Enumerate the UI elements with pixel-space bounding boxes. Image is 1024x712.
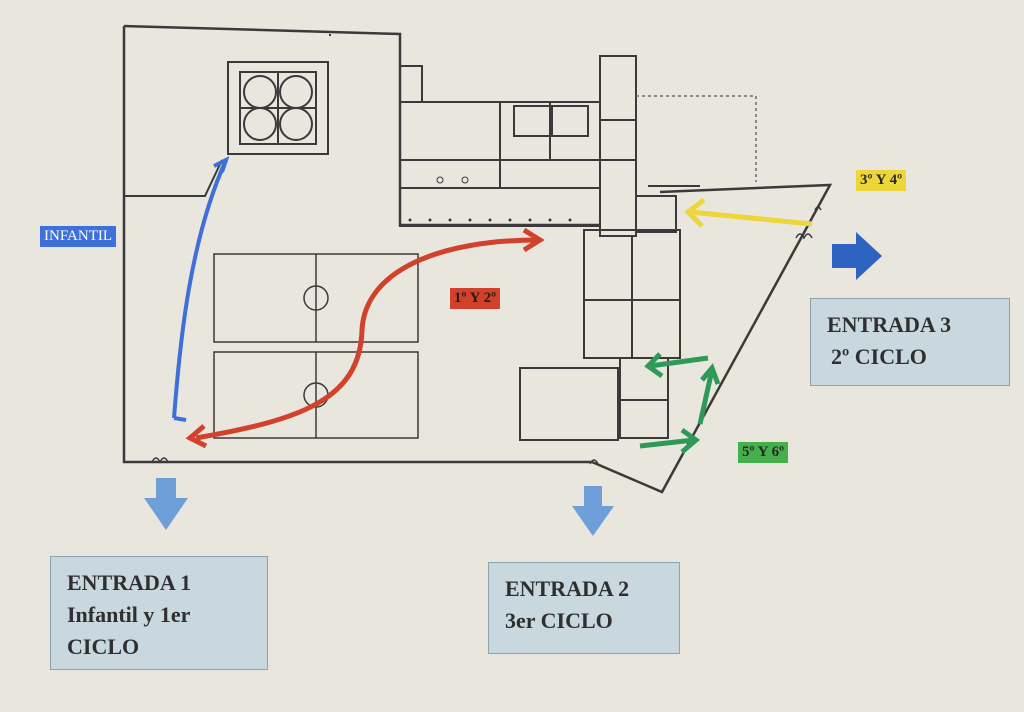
- entrada-1-line-1: ENTRADA 1: [67, 570, 192, 595]
- label-infantil: INFANTIL: [40, 226, 117, 247]
- route-infantil-end: [173, 416, 187, 422]
- exit-arrow-2: [572, 486, 614, 536]
- route-1y2: [195, 237, 539, 441]
- site-boundary: [122, 24, 833, 494]
- exit-arrow-1: [144, 478, 188, 530]
- entrada-3-line-1: ENTRADA 3: [827, 312, 952, 337]
- label-3y4: 3º Y 4º: [856, 170, 907, 191]
- entrada-2-box: ENTRADA 2 3er CICLO: [488, 562, 680, 654]
- route-1y2-head-end: [522, 227, 545, 253]
- label-1y2: 1º Y 2º: [450, 288, 501, 309]
- route-3y4-head: [684, 198, 706, 228]
- school-building: [399, 55, 700, 441]
- route-1y2-head-start: [185, 424, 208, 449]
- entrada-3-box: ENTRADA 3 2º CICLO: [810, 298, 1010, 386]
- label-5y6: 5º Y 6º: [738, 442, 789, 463]
- entrada-2-line-2: 3er CICLO: [505, 608, 613, 633]
- infantil-pavilion: [227, 61, 329, 155]
- route-3y4: [689, 209, 813, 227]
- boundary-inner-left: [124, 159, 223, 197]
- annex-dashed-outline: [636, 95, 757, 182]
- gate-symbols: [151, 206, 822, 465]
- route-5y6: [639, 352, 721, 454]
- entrada-3-line-2: 2º CICLO: [831, 344, 927, 369]
- entrada-1-box: ENTRADA 1 Infantil y 1er CICLO: [50, 556, 268, 670]
- route-infantil-head: [213, 156, 230, 173]
- building-details: [408, 176, 572, 222]
- entrada-2-line-1: ENTRADA 2: [505, 576, 630, 601]
- entrada-1-line-3: CICLO: [67, 634, 140, 659]
- sports-courts: [213, 253, 419, 439]
- entrada-1-line-2: Infantil y 1er: [67, 602, 191, 627]
- route-infantil: [172, 159, 228, 419]
- exit-arrow-3: [832, 232, 882, 280]
